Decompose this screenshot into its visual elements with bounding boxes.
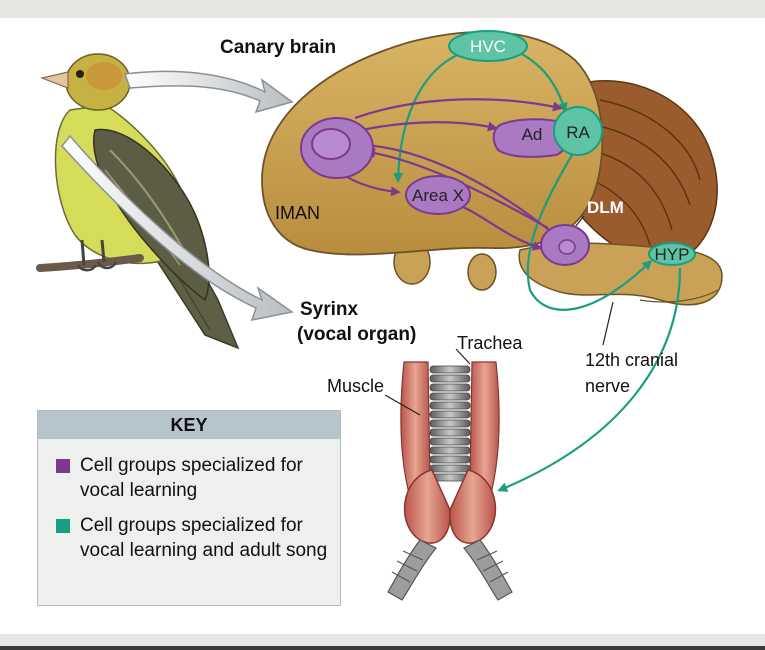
ra-label: RA	[566, 123, 590, 142]
trachea-ring	[429, 383, 471, 392]
node-iman	[300, 117, 374, 179]
trachea-ring	[429, 455, 471, 464]
node-ra	[553, 106, 603, 156]
green-swatch	[56, 519, 70, 533]
top-band	[0, 0, 765, 18]
ad-label: Ad	[522, 125, 543, 144]
canary-bird-icon	[36, 53, 240, 350]
trachea-ring	[429, 464, 471, 473]
node-dlm	[540, 224, 590, 266]
key-panel: KEY Cell groups specialized for vocal le…	[37, 410, 341, 606]
trachea-ring	[429, 374, 471, 383]
purple-swatch	[56, 459, 70, 473]
trachea-ring	[429, 410, 471, 419]
key-purple-text: Cell groups specialized for vocal learni…	[80, 455, 303, 501]
cranial-nerve-label-line1: 12th cranial	[585, 350, 678, 370]
key-green-text: Cell groups specialized for vocal learni…	[80, 515, 328, 561]
area-x-label: Area X	[412, 186, 464, 205]
node-area-x	[405, 175, 471, 215]
canary-brain-label: Canary brain	[220, 37, 336, 58]
dlm-label: DLM	[587, 198, 624, 217]
syrinx-trachea-icon	[387, 361, 513, 601]
node-hyp	[648, 242, 696, 266]
trachea-ring	[429, 419, 471, 428]
hvc-label: HVC	[470, 37, 506, 56]
cranial-leader	[602, 301, 614, 346]
trachea-ring	[429, 365, 471, 374]
trachea-ring	[429, 428, 471, 437]
hyp-label: HYP	[655, 245, 690, 264]
key-title: KEY	[38, 411, 340, 439]
node-ad	[492, 118, 569, 158]
trachea-label: Trachea	[457, 333, 523, 353]
syrinx-label-line2: (vocal organ)	[297, 324, 416, 345]
muscle-label: Muscle	[327, 376, 384, 396]
trachea-leader	[455, 348, 471, 365]
muscle-leader	[384, 394, 421, 416]
syrinx-label-line1: Syrinx	[300, 299, 359, 320]
trachea-ring	[429, 446, 471, 455]
cranial-nerve-label-line2: nerve	[585, 376, 630, 396]
trachea-ring	[429, 401, 471, 410]
trachea-ring	[429, 392, 471, 401]
pointer-arrow-syrinx-icon	[61, 134, 294, 321]
bottom-rule	[0, 646, 765, 650]
iman-label: IMAN	[275, 203, 320, 223]
trachea-ring	[429, 437, 471, 446]
pointer-arrow-brain-icon	[123, 70, 294, 114]
node-hvc	[448, 30, 528, 62]
